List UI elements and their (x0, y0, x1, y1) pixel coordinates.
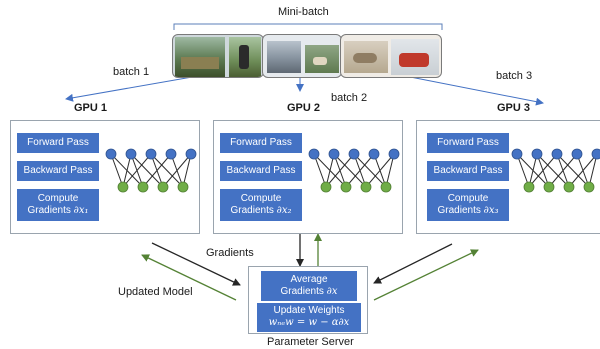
batch2-image-group (262, 34, 342, 78)
parameter-server-label: Parameter Server (267, 336, 354, 348)
batch-label-1: batch 1 (113, 66, 150, 78)
gpu2-title: GPU 2 (287, 102, 321, 114)
gpu1-panel: Forward Pass Backward Pass Compute Gradi… (10, 120, 200, 234)
batch1-image-group (172, 34, 264, 78)
average-label: Average (290, 274, 328, 285)
gpu2-network-icon (308, 148, 400, 193)
gpu3-compute-label: Compute (447, 193, 489, 204)
tractor-shape (181, 57, 219, 69)
gpu1-compute-gradients-box: Compute Gradients ∂x₁ (17, 189, 99, 221)
gpu1-gradients-label: Gradients (27, 205, 71, 216)
gpu1-backward-pass-box: Backward Pass (17, 161, 99, 181)
gpu1-forward-pass-box: Forward Pass (17, 133, 99, 153)
updated-model-arrow-gpu3 (373, 249, 479, 301)
gpu2-forward-label: Forward Pass (230, 137, 292, 148)
gpu3-gradients-label: Gradients (437, 205, 481, 216)
gpu2-backward-pass-box: Backward Pass (220, 161, 302, 181)
batch-label-2: batch 2 (331, 92, 368, 104)
gpu3-forward-label: Forward Pass (437, 137, 499, 148)
updated-model-arrow-gpu1 (141, 254, 237, 301)
gpu3-title: GPU 3 (497, 102, 531, 114)
rider-shape (239, 45, 249, 69)
average-gradients-box: Average Gradients ∂x (261, 271, 357, 301)
gpu1-compute-label: Compute (37, 193, 79, 204)
gpu1-forward-label: Forward Pass (27, 137, 89, 148)
gpu1-backward-label: Backward Pass (23, 165, 93, 176)
minibatch-title: Mini-batch (278, 6, 329, 18)
street-photo (267, 41, 301, 73)
gpu1-title: GPU 1 (74, 102, 108, 114)
batch3-image-group (340, 34, 442, 78)
average-grad-symbol: ∂x (326, 286, 338, 297)
gpu2-grad-symbol: ∂x₂ (276, 205, 292, 216)
gpu3-backward-pass-box: Backward Pass (427, 161, 509, 181)
gpu2-forward-pass-box: Forward Pass (220, 133, 302, 153)
average-gradients-label: Gradients (280, 286, 324, 297)
updated-model-label: Updated Model (118, 286, 193, 298)
motorbike-shape (399, 53, 429, 67)
minibatch-bracket (173, 23, 443, 30)
gpu2-backward-label: Backward Pass (226, 165, 296, 176)
gpu2-compute-gradients-box: Compute Gradients ∂x₂ (220, 189, 302, 221)
gpu1-network-icon (105, 148, 197, 193)
gpu3-network-icon (511, 148, 600, 193)
gpu3-panel: Forward Pass Backward Pass Compute Gradi… (416, 120, 600, 234)
batch3-arrow (389, 72, 544, 106)
gpu3-grad-symbol: ∂x₃ (483, 205, 499, 216)
animal-shape (313, 57, 327, 65)
gpu3-forward-pass-box: Forward Pass (427, 133, 509, 153)
gpu2-compute-label: Compute (240, 193, 282, 204)
gpu2-gradients-label: Gradients (230, 205, 274, 216)
gpu3-compute-gradients-box: Compute Gradients ∂x₃ (427, 189, 509, 221)
batch-label-3: batch 3 (496, 70, 533, 82)
update-formula: wₙₑw = w − α∂x (268, 317, 350, 328)
gpu1-grad-symbol: ∂x₁ (73, 205, 89, 216)
gradients-label: Gradients (206, 247, 254, 259)
gpu2-panel: Forward Pass Backward Pass Compute Gradi… (213, 120, 403, 234)
gradients-arrow-gpu1 (151, 242, 241, 286)
cat-shape (353, 53, 377, 63)
update-weights-label: Update Weights (273, 305, 345, 316)
gpu3-backward-label: Backward Pass (433, 165, 503, 176)
update-weights-box: Update Weights wₙₑw = w − α∂x (257, 303, 361, 332)
gradients-arrow-gpu3 (373, 243, 453, 284)
parameter-server-panel: Average Gradients ∂x Update Weights wₙₑw… (248, 266, 368, 334)
